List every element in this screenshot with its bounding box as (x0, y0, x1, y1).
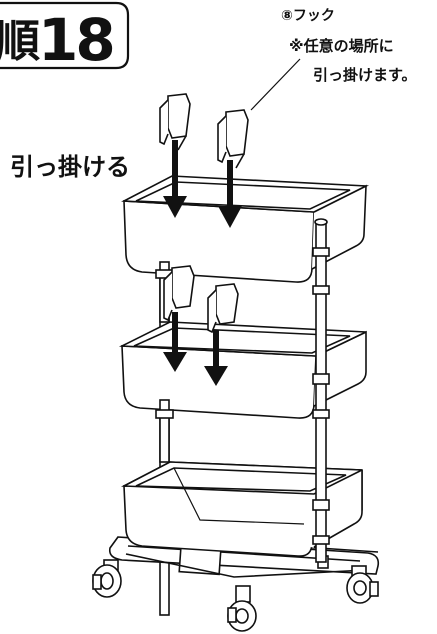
rolling-cart (92, 175, 380, 632)
caster-front-left (92, 559, 122, 598)
hook-mid-right (207, 283, 239, 334)
step-prefix: 順 (0, 16, 40, 67)
arrow-mid-left (163, 312, 187, 372)
callout-note-line2: 引っ掛けます。 (313, 66, 417, 84)
step-badge: 順 18 (0, 1, 130, 74)
arrow-top-left (163, 140, 187, 218)
cart-front-pole (312, 218, 330, 563)
tray-top (121, 175, 370, 283)
tray-bottom (120, 461, 363, 557)
hook-mid-left (163, 265, 195, 322)
callout-leader-line (250, 58, 301, 111)
tray-middle (118, 321, 367, 419)
hook-top-right (217, 109, 249, 169)
instruction-label: 引っ掛ける (10, 153, 130, 181)
callout-note-line1: ※任意の場所に (289, 37, 394, 55)
step-number: 18 (38, 6, 113, 74)
arrow-mid-right (204, 330, 228, 386)
part-label: ⑧フック (281, 8, 335, 24)
caster-front-right (346, 565, 379, 604)
hook-top-left (159, 93, 191, 151)
caster-front-middle (227, 585, 257, 632)
hook-callout: ⑧フック ※任意の場所に 引っ掛けます。 (250, 8, 417, 111)
down-arrows (163, 140, 242, 386)
arrow-top-right (218, 160, 242, 228)
